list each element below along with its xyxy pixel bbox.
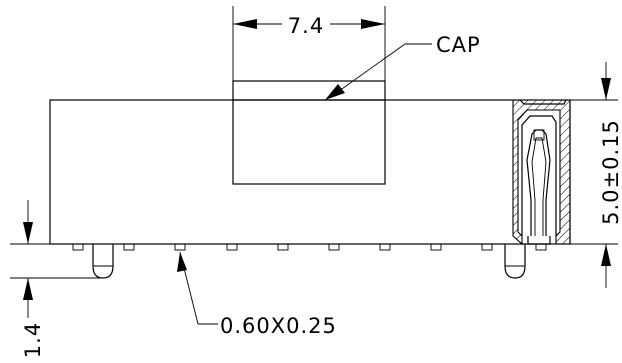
- dimension-pin-extension: 1.4: [10, 200, 103, 358]
- left-peg: [92, 244, 114, 279]
- height-label: 5.0±0.15: [599, 119, 622, 225]
- pin-size-leader: 0.60X0.25: [177, 251, 337, 338]
- cap-leader: CAP: [325, 33, 481, 100]
- cap-width-label: 7.4: [288, 14, 324, 38]
- pin-size-label: 0.60X0.25: [220, 314, 337, 338]
- connector-body: [49, 99, 571, 245]
- cap-label: CAP: [436, 33, 481, 57]
- right-peg: [504, 244, 526, 279]
- pin-row: [72, 243, 547, 251]
- contact-section: [512, 99, 571, 246]
- dimension-cap-width: 7.4: [232, 6, 386, 81]
- pin-extension-label: 1.4: [21, 322, 45, 358]
- cap: [232, 80, 386, 185]
- dimension-height: 5.0±0.15: [570, 62, 622, 288]
